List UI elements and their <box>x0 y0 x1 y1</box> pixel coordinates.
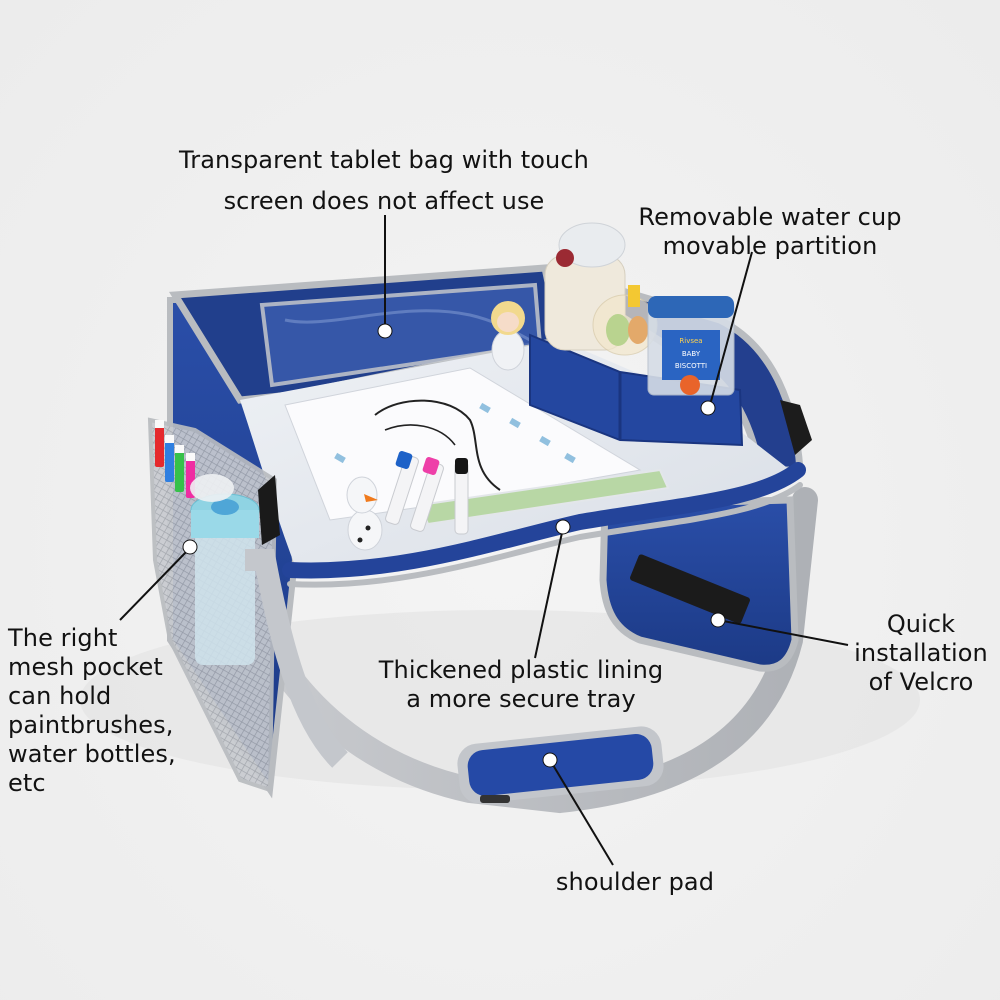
callout-line: mesh pocket <box>8 653 163 681</box>
callout-line: can hold <box>8 682 112 710</box>
callout-line: Removable water cup <box>638 203 902 231</box>
callout-line: Quick <box>886 610 956 638</box>
callout-shoulder-pad: shoulder pad <box>540 868 730 897</box>
callout-line: etc <box>8 769 46 797</box>
callout-velcro: Quick installation of Velcro <box>848 610 994 697</box>
callout-line: screen does not affect use <box>223 187 545 215</box>
callout-line: of Velcro <box>868 668 974 696</box>
svg-text:BISCOTTI: BISCOTTI <box>675 362 707 370</box>
callout-line: Transparent tablet bag with touch <box>179 146 589 174</box>
callout-line: movable partition <box>662 232 878 260</box>
biscuit-jar: Rivsea BABY BISCOTTI <box>647 296 735 396</box>
kids-water-bottle <box>190 474 260 665</box>
callout-tablet-bag: Transparent tablet bag with touch screen… <box>168 146 600 216</box>
callout-line: installation <box>854 639 988 667</box>
callout-mesh-pocket: The right mesh pocket can hold paintbrus… <box>8 624 176 798</box>
princess-figure <box>491 301 525 371</box>
callout-line: Thickened plastic lining <box>378 656 664 684</box>
callout-line: water bottles, <box>8 740 176 768</box>
side-buckle <box>780 400 812 455</box>
callout-water-cup: Removable water cup movable partition <box>628 203 912 261</box>
markers <box>385 451 469 535</box>
tray-front-rim <box>282 462 806 579</box>
callout-line: The right <box>8 624 118 652</box>
callout-line: paintbrushes, <box>8 711 174 739</box>
callout-line: a more secure tray <box>406 685 636 713</box>
velcro-strip <box>630 554 750 624</box>
callout-line: shoulder pad <box>555 868 715 896</box>
snack-cup <box>592 285 658 356</box>
callout-plastic-lining: Thickened plastic lining a more secure t… <box>368 656 674 714</box>
svg-text:Rivsea: Rivsea <box>679 337 702 345</box>
snowman-figure <box>346 476 383 551</box>
svg-text:BABY: BABY <box>682 350 701 358</box>
